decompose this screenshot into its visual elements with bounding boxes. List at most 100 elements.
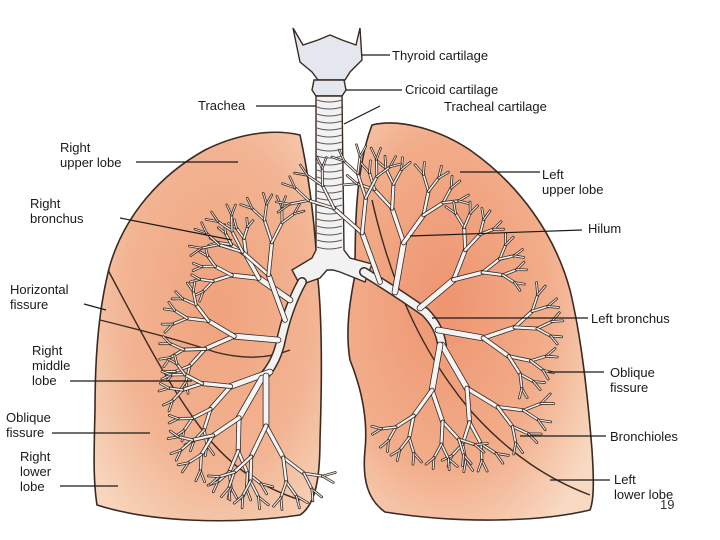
bronchiole — [207, 475, 220, 478]
bronchiole — [359, 145, 367, 158]
bronchiole — [191, 274, 201, 280]
bronchiole — [288, 199, 309, 205]
bronchiole — [502, 274, 516, 284]
bronchiole — [454, 212, 465, 229]
bronchiole — [188, 245, 202, 249]
bronchiole — [293, 203, 300, 215]
bronchiole — [228, 487, 231, 501]
left-oblique-fissure-line — [371, 199, 591, 496]
bronchiole — [387, 426, 397, 442]
bronchiole — [303, 472, 324, 477]
bronchiole — [425, 457, 435, 465]
tracheal-ring — [316, 134, 343, 138]
bronchiole — [502, 268, 518, 276]
bronchiole — [214, 265, 233, 277]
bronchiole — [217, 243, 244, 253]
bronchiole — [247, 220, 254, 228]
bronchiole — [399, 436, 410, 451]
bronchiole — [360, 162, 370, 174]
bronchiole — [373, 188, 394, 210]
bronchiole — [231, 230, 244, 253]
bronchiole — [412, 452, 415, 465]
bronchiole — [183, 373, 204, 385]
tracheal-ring — [316, 155, 343, 159]
bronchiole — [192, 290, 197, 306]
bronchiole — [474, 444, 485, 453]
bronchiole — [531, 305, 549, 313]
bronchiole — [483, 210, 491, 220]
bronchiole — [316, 156, 323, 169]
bronchiole — [462, 454, 465, 467]
bronchiole — [211, 416, 241, 438]
bronchiole — [307, 199, 336, 210]
bronchiole — [343, 160, 359, 175]
bronchiole — [169, 430, 179, 438]
bronchiole — [272, 497, 282, 507]
bronchioles-tree — [157, 143, 565, 511]
bronchiole — [205, 247, 209, 257]
bronchiole — [342, 183, 358, 186]
bronchiole — [433, 443, 443, 459]
label-right-lower-lobe: Right lower lobe — [20, 449, 52, 494]
bronchiole — [194, 228, 207, 234]
bronchiole — [400, 157, 403, 171]
bronchiole — [260, 483, 274, 488]
bronchiole — [306, 174, 324, 187]
bronchiole — [507, 355, 522, 376]
bronchiole — [332, 207, 364, 235]
bronchiole — [321, 475, 334, 484]
bronchiole — [464, 233, 482, 252]
bronchiole — [168, 414, 179, 420]
bronchiole — [294, 187, 309, 202]
bronchiole — [266, 194, 273, 205]
bronchiole — [376, 147, 382, 160]
thyroid-cartilage — [292, 27, 363, 81]
tracheal-ring — [316, 218, 343, 222]
label-cricoid-cartilage: Cricoid cartilage — [405, 82, 499, 97]
bronchiole — [551, 320, 564, 323]
bronchiole — [515, 442, 524, 454]
bronchiole — [161, 370, 172, 376]
bronchiole — [438, 165, 442, 179]
label-bronchioles: Bronchioles — [610, 429, 678, 444]
bronchiole — [295, 495, 300, 509]
bronchiole — [266, 272, 287, 322]
bronchiole — [183, 417, 194, 432]
bronchiole — [389, 163, 402, 168]
bronchiole — [465, 386, 472, 424]
bronchiole — [545, 347, 556, 357]
bronchiole — [498, 243, 507, 260]
bronchiole — [463, 460, 467, 473]
bronchiole — [181, 298, 197, 306]
label-tracheal-cartilage: Tracheal cartilage — [444, 99, 547, 114]
label-horizontal-fissure: Horizontal fissure — [10, 282, 69, 312]
bronchiole — [249, 480, 260, 498]
bronchiole — [550, 335, 558, 345]
bronchiole — [465, 460, 474, 471]
bronchiole — [280, 497, 283, 511]
bronchiole — [537, 419, 546, 431]
bronchiole — [390, 206, 406, 245]
bronchiole — [469, 205, 479, 214]
bronchiole — [192, 262, 203, 268]
bronchiole — [331, 156, 345, 162]
bronchiole — [167, 387, 184, 391]
bronchiole — [458, 194, 469, 202]
bronchiole — [191, 407, 212, 420]
bronchiole — [551, 312, 560, 323]
bronchiole — [249, 424, 268, 459]
bronchiole — [522, 409, 540, 421]
bronchiole — [180, 439, 194, 451]
bronchiole — [168, 301, 176, 311]
tracheal-ring — [316, 176, 343, 180]
bronchiole — [360, 231, 382, 284]
bronchiole — [211, 211, 219, 222]
bronchiole — [236, 416, 241, 453]
bronchiole — [542, 369, 549, 380]
bronchiole — [505, 236, 514, 246]
bronchiole — [531, 294, 539, 313]
bronchiole — [162, 336, 171, 345]
bronchiole — [547, 298, 558, 308]
bronchiole — [513, 282, 521, 291]
